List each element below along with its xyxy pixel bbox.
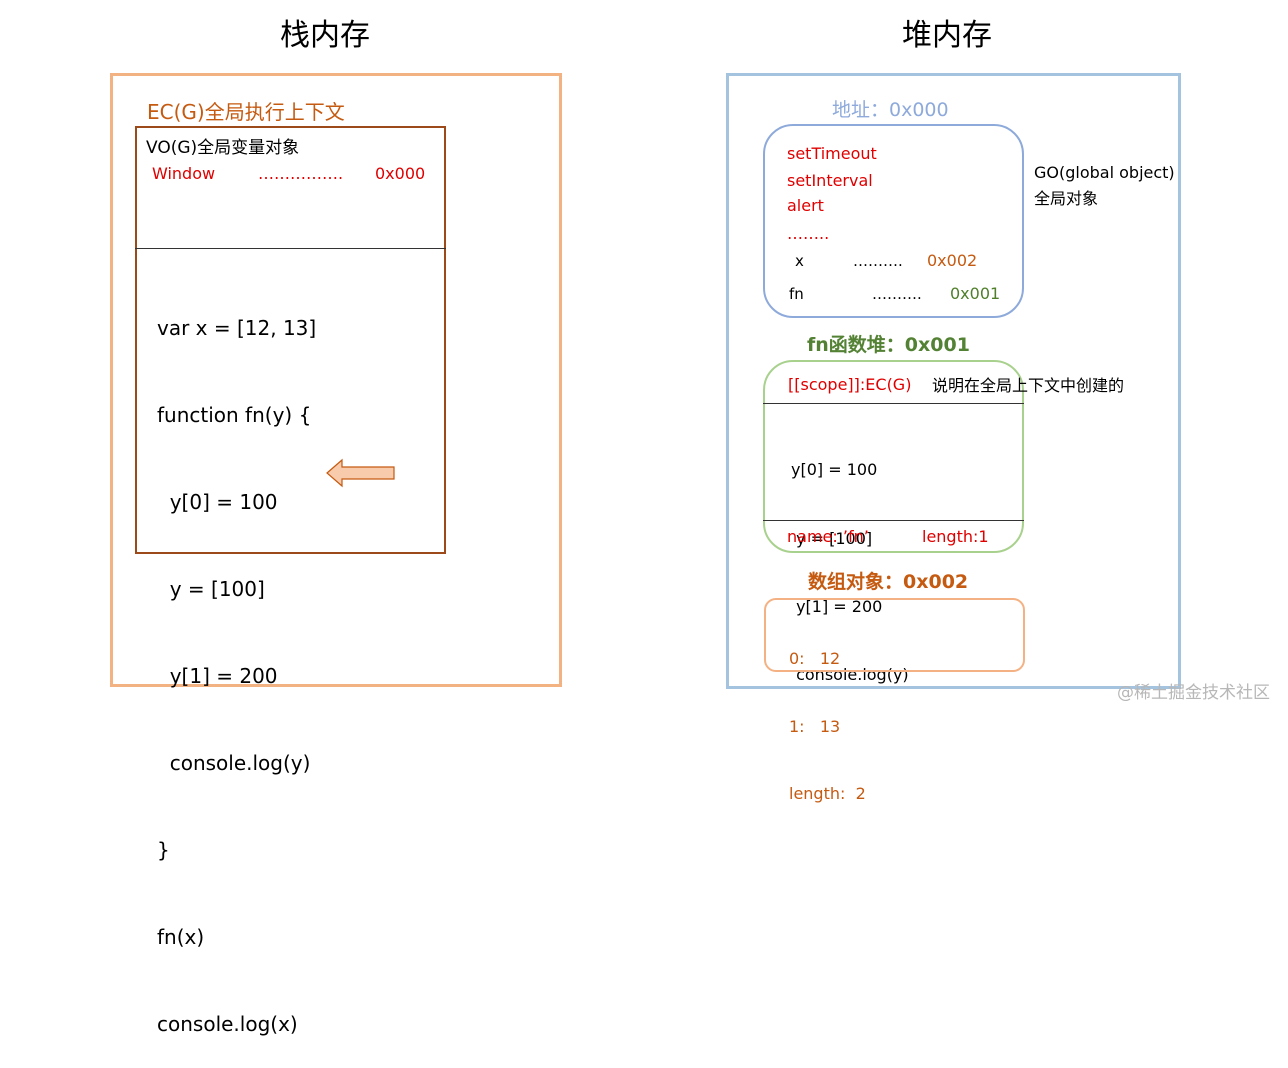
global-object-box [763, 124, 1024, 318]
go-x-name: x [795, 252, 804, 270]
go-item: …….. [787, 224, 830, 243]
go-fn-dots: ………. [872, 285, 922, 303]
go-address-label: 地址：0x000 [832, 99, 949, 121]
code-line: fn(x) [157, 925, 205, 949]
array-row: 0: 12 [789, 649, 841, 668]
fn-scope: [[scope]]:EC(G) [788, 375, 912, 394]
fn-heap-code: y[0] = 100 y = [100] y[1] = 200 console.… [791, 414, 909, 709]
code-line: } [157, 838, 170, 862]
fn-length-prop: length:1 [922, 527, 989, 546]
fn-heap-box [763, 360, 1024, 553]
vo-window-name: Window [152, 164, 216, 183]
code-line: y[1] = 200 [791, 596, 883, 616]
go-side-label: GO(global object) [1034, 163, 1175, 182]
array-row: 1: 13 [789, 716, 841, 736]
watermark: @稀土掘金技术社区 [1117, 683, 1270, 703]
code-line: function fn(y) { [157, 403, 312, 427]
code-line: y[0] = 100 [791, 460, 878, 480]
fn-heap-divider [763, 520, 1024, 521]
code-line: console.log(y) [157, 751, 311, 775]
go-item: setTimeout [787, 144, 877, 163]
fn-heap-divider [763, 403, 1024, 404]
code-line: console.log(y) [791, 664, 909, 684]
stack-code-block: var x = [12, 13] function fn(y) { y[0] =… [157, 256, 316, 1068]
go-item: setInterval [787, 171, 873, 190]
vo-global-title: VO(G)全局变量对象 [146, 138, 300, 158]
go-x-dots: ………. [853, 252, 903, 270]
go-x-addr: 0x002 [927, 251, 978, 270]
code-line: y = [100] [791, 528, 873, 548]
code-line: console.log(x) [157, 1012, 298, 1036]
vo-window-addr: 0x000 [375, 164, 426, 183]
fn-heap-title: fn函数堆：0x001 [807, 334, 970, 356]
code-line: y[0] = 100 [157, 490, 278, 514]
ec-global-title: EC(G)全局执行上下文 [147, 100, 345, 124]
heap-heading: 堆内存 [902, 18, 992, 53]
array-object-box [764, 598, 1025, 672]
array-rows: 0: 12 1: 13 length: 2 [789, 603, 866, 828]
go-item: alert [787, 196, 824, 215]
code-line: y = [100] [157, 577, 265, 601]
array-row: length: 2 [789, 784, 866, 803]
ec-global-box [135, 126, 446, 554]
stack-panel [110, 73, 562, 687]
code-line: y[1] = 200 [157, 664, 278, 688]
heap-panel [726, 73, 1181, 689]
fn-name-prop: name: ’fn’ [787, 527, 869, 546]
stack-heading: 栈内存 [280, 18, 370, 53]
vo-divider [135, 248, 446, 249]
left-arrow-icon [326, 458, 395, 488]
go-fn-addr: 0x001 [950, 284, 1001, 303]
go-side-label-cn: 全局对象 [1034, 189, 1099, 208]
array-object-title: 数组对象：0x002 [808, 571, 969, 593]
go-fn-name: fn [789, 285, 804, 303]
code-line: var x = [12, 13] [157, 316, 317, 340]
vo-window-dots: ……………. [258, 164, 344, 183]
fn-scope-note: 说明在全局上下文中创建的 [932, 376, 1125, 395]
